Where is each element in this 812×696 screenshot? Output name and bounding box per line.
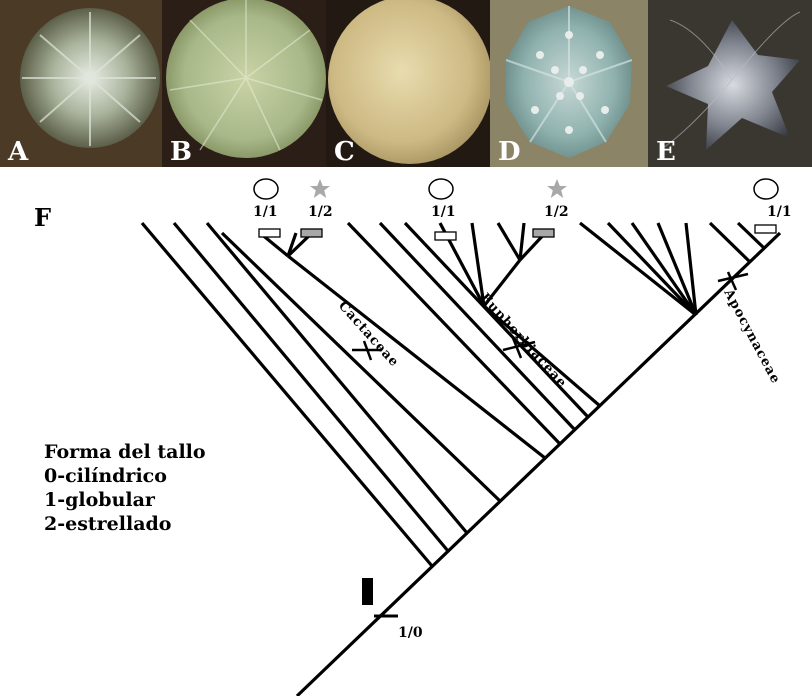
globular-state-box [755, 225, 776, 233]
legend-item-cylindric: 0-cilíndrico [44, 465, 167, 487]
euphorbiaceae-globular-label: 1/1 [431, 204, 456, 220]
apocynaceae-globular-marker: 1/1 [754, 179, 792, 233]
photo-panel-c: C [326, 0, 492, 167]
panel-letter-b: B [170, 137, 192, 167]
apocynaceae-globular-label: 1/1 [767, 204, 792, 220]
phylogenetic-tree [142, 223, 780, 696]
globular-state-box [259, 229, 280, 237]
star-state-box [533, 229, 554, 237]
branch-3 [207, 223, 467, 533]
cylindric-state-marker [362, 578, 373, 605]
photo-panel-e: E [648, 0, 812, 167]
photo-panel-b: B [162, 0, 326, 167]
star-icon [547, 179, 567, 198]
legend-title: Forma del tallo [44, 441, 206, 463]
branch-5 [348, 223, 560, 444]
cactaceae-star-marker: 1/2 [301, 179, 333, 237]
tree-trunk [297, 233, 780, 696]
branch-euph-4 [498, 223, 520, 260]
panel-letter-f: F [34, 203, 51, 232]
photo-panel-a: A [0, 0, 162, 167]
cactaceae-star-label: 1/2 [308, 204, 333, 220]
cactaceae-globular-marker: 1/1 [253, 179, 280, 237]
star-icon [310, 179, 330, 198]
panel-letter-d: D [498, 137, 521, 167]
globular-circle-icon [429, 179, 453, 199]
euphorbiaceae-star-marker: 1/2 [533, 179, 569, 237]
globular-state-box [435, 232, 456, 240]
photo-panel-d: D [490, 0, 648, 167]
panel-letter-a: A [7, 137, 29, 167]
euphorbiaceae-star-label: 1/2 [544, 204, 569, 220]
globular-circle-icon [754, 179, 778, 199]
root-change-label: 1/0 [398, 625, 423, 641]
branch-apoc-1 [608, 223, 696, 315]
legend-item-globular: 1-globular [44, 489, 156, 511]
panel-letter-e: E [656, 137, 676, 167]
globular-circle-icon [254, 179, 278, 199]
cactaceae-globular-label: 1/1 [253, 204, 278, 220]
legend-item-star: 2-estrellado [44, 513, 171, 535]
family-label-cactaceae: Cactaceae [335, 299, 402, 371]
star-state-box [301, 229, 322, 237]
panel-letter-c: C [334, 137, 355, 167]
stem-shape-legend: Forma del tallo 0-cilíndrico 1-globular … [44, 441, 206, 535]
family-label-apocynaceae: Apocynaceae [720, 286, 783, 387]
